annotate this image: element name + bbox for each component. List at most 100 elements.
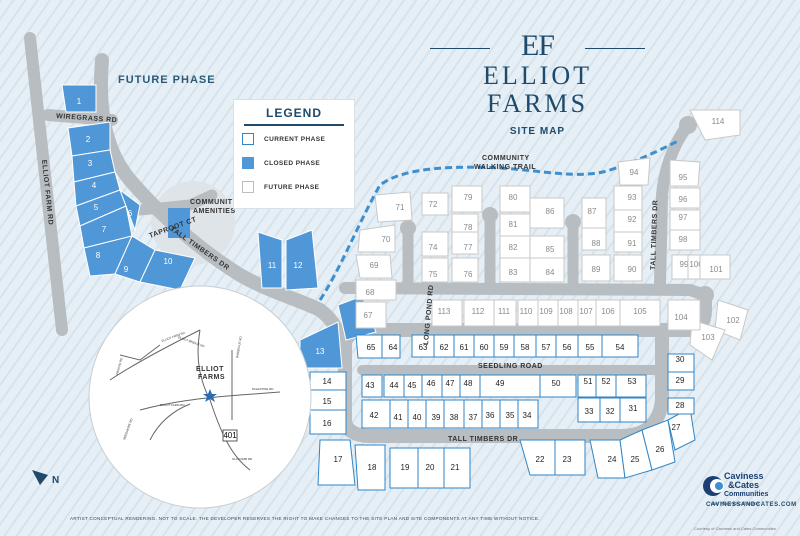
future-phase-label: FUTURE PHASE xyxy=(118,74,216,86)
lot-number: 16 xyxy=(323,419,332,428)
road-label-wiregrass: WIREGRASS RD xyxy=(56,113,118,124)
lot-number: 84 xyxy=(546,268,555,277)
lot-number: 88 xyxy=(592,239,601,248)
lot-number: 81 xyxy=(509,220,518,229)
lot-parcel xyxy=(317,439,356,486)
locator-road-label: ELLIOT FARM RD xyxy=(160,403,185,407)
lot-number: 52 xyxy=(602,377,611,386)
lot-number: 33 xyxy=(585,407,594,416)
lot-number: 19 xyxy=(401,463,410,472)
lot-parcel xyxy=(669,229,701,251)
lot-number: 46 xyxy=(427,379,436,388)
lot-parcel xyxy=(361,399,391,429)
lot-number: 56 xyxy=(563,343,572,352)
brand-block: EF ELLIOT FARMS SITE MAP xyxy=(430,30,645,137)
lot-number: 112 xyxy=(472,307,485,316)
lot-number: 113 xyxy=(438,307,451,316)
lot-number: 47 xyxy=(446,379,455,388)
highway-shield-icon xyxy=(222,429,238,442)
lot-parcel xyxy=(355,301,387,329)
lot-number: 78 xyxy=(464,223,473,232)
lot-parcel xyxy=(421,192,449,216)
lot-number: 86 xyxy=(546,207,555,216)
lot-number: 7 xyxy=(102,225,107,234)
lot-number: 110 xyxy=(520,307,533,316)
lot-parcel xyxy=(613,254,643,282)
lot-parcel xyxy=(285,229,319,291)
lot-number: 63 xyxy=(419,343,428,352)
lot-number: 64 xyxy=(389,343,398,352)
lot-number: 76 xyxy=(464,270,473,279)
brand-rule-right xyxy=(585,48,645,49)
lot-number: 93 xyxy=(628,193,637,202)
lot-parcel xyxy=(667,299,701,331)
lot-number: 42 xyxy=(370,411,379,420)
lot-number: 70 xyxy=(382,235,391,244)
legend-label: FUTURE PHASE xyxy=(264,183,320,191)
road-label-tall-timbers-ne: TALL TIMBERS DR xyxy=(650,200,659,270)
lot-number: 48 xyxy=(464,379,473,388)
lot-number: 83 xyxy=(509,268,518,277)
locator-label-line2: FARMS xyxy=(198,374,225,381)
lot-parcel xyxy=(451,213,479,233)
lot-number: 114 xyxy=(712,117,725,126)
lot-parcel xyxy=(431,299,463,327)
lot-number: 62 xyxy=(440,343,449,352)
lot-number: 91 xyxy=(628,239,637,248)
lot-parcel xyxy=(667,397,695,415)
lot-number: 107 xyxy=(579,307,593,316)
lot-number: 38 xyxy=(450,413,459,422)
locator-label-line1: ELLIOT xyxy=(196,366,224,373)
lot-number: 36 xyxy=(486,411,495,420)
lot-number: 75 xyxy=(429,270,438,279)
lot-number: 67 xyxy=(364,311,373,320)
lot-number: 15 xyxy=(323,397,332,406)
lot-parcel xyxy=(669,187,701,209)
lot-parcel xyxy=(118,188,141,232)
lot-number: 94 xyxy=(630,168,639,177)
locator-map: ELLIOT FARMS 401 ELLIOT FARM RD ELLIOT B… xyxy=(88,285,312,509)
legend-swatch xyxy=(242,133,254,145)
lot-parcel xyxy=(554,439,586,476)
brand-name: ELLIOT FARMS xyxy=(483,61,592,118)
lot-parcel xyxy=(309,409,347,435)
lot-number: 27 xyxy=(672,423,681,432)
website-link[interactable]: CAVINESSANDCATES.COM xyxy=(706,502,797,508)
lot-number: 51 xyxy=(584,377,593,386)
lot-parcel xyxy=(355,279,397,301)
lot-number: 28 xyxy=(676,401,685,410)
lot-number: 20 xyxy=(426,463,435,472)
lot-number: 80 xyxy=(509,193,518,202)
lot-number: 105 xyxy=(633,307,647,316)
lot-number: 3 xyxy=(88,159,93,168)
lot-parcel xyxy=(411,334,435,358)
lot-number: 35 xyxy=(506,411,515,420)
legend-item-future: FUTURE PHASE xyxy=(242,180,319,194)
legend-item-current: CURRENT PHASE xyxy=(242,132,325,146)
lot-number: 29 xyxy=(676,376,685,385)
brand-monogram: EF xyxy=(520,29,555,62)
lot-number: 26 xyxy=(656,445,665,454)
lot-number: 79 xyxy=(464,193,473,202)
lot-number: 109 xyxy=(539,307,553,316)
lot-number: 98 xyxy=(679,235,688,244)
lot-number: 1 xyxy=(77,97,82,106)
lot-number: 40 xyxy=(413,413,422,422)
lot-parcel xyxy=(443,447,471,489)
lot-number: 39 xyxy=(432,413,441,422)
lot-parcel xyxy=(539,374,577,398)
caviness-line1: Caviness xyxy=(724,471,764,481)
lot-number: 61 xyxy=(460,343,469,352)
lot-number: 111 xyxy=(498,307,511,316)
lot-parcel xyxy=(689,109,741,141)
lot-number: 12 xyxy=(294,261,303,270)
highway-number: 401 xyxy=(223,431,237,440)
lot-parcel xyxy=(421,257,449,283)
locator-road-label: SLOCOMB RD xyxy=(232,457,253,461)
lot-number: 53 xyxy=(628,377,637,386)
lot-number: 31 xyxy=(629,404,638,413)
lot-number: 60 xyxy=(480,343,489,352)
lot-number: 59 xyxy=(500,343,509,352)
lot-parcel xyxy=(641,419,676,471)
